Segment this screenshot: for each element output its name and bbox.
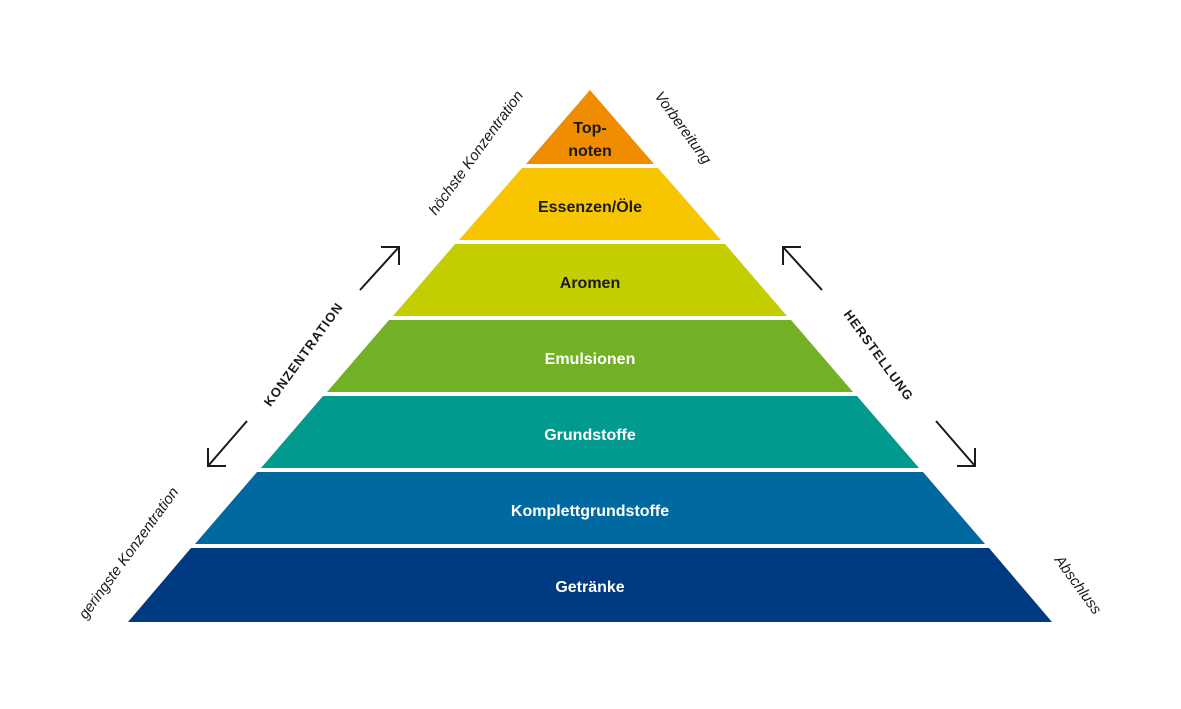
layer-grundstoffe [261, 396, 919, 468]
layer-label-grundstoffe: Grundstoffe [544, 427, 636, 444]
layer-getraenke [128, 548, 1052, 622]
layer-label-getraenke: Getränke [555, 579, 624, 596]
production-title: HERSTELLUNG [841, 307, 917, 404]
layer-komplettgrundstoffe [195, 472, 985, 544]
layer-emulsionen [327, 320, 853, 392]
layer-label-emulsionen: Emulsionen [545, 351, 636, 368]
arrow-down-left-icon [207, 420, 248, 467]
layer-label-komplettgrundstoffe: Komplettgrundstoffe [511, 503, 669, 520]
layer-aromen [393, 244, 787, 316]
pyramid-layers [128, 90, 1052, 622]
arrow-up-left-icon [782, 246, 823, 291]
layer-label-topnoten-line2: noten [568, 143, 612, 160]
layer-topnoten [526, 90, 654, 164]
layer-label-essenzen: Essenzen/Öle [538, 197, 642, 216]
arrow-up-right-icon [359, 246, 400, 291]
layer-labels: Top- noten Essenzen/Öle Aromen Emulsione… [511, 120, 669, 596]
layer-essenzen [459, 168, 721, 240]
arrow-down-right-icon [935, 420, 976, 467]
completion-label: Abschluss [1050, 552, 1105, 619]
preparation-label: Vorbereitung [651, 88, 715, 168]
layer-label-topnoten-line1: Top- [573, 120, 606, 137]
layer-label-aromen: Aromen [560, 275, 620, 292]
concentration-title: KONZENTRATION [261, 300, 346, 410]
